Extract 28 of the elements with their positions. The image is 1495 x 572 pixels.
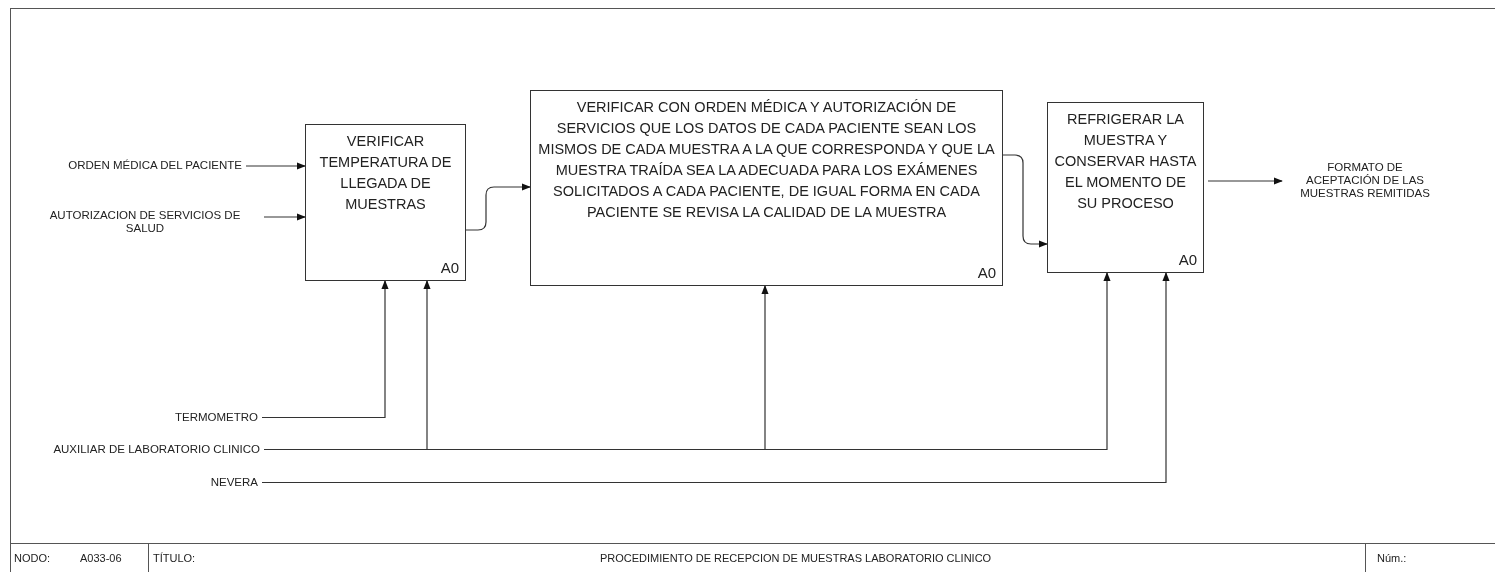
activity-text: VERIFICAR CON ORDEN MÉDICA Y AUTORIZACIÓN DE SERVICIOS QUE LOS DATOS DE CADA PACIENTE SEAN LOS MISMOS DE CADA MUESTRA A LA QUE CORRESPONDA Y QUE LA MUESTRA TRAÍDA SEA LA ADECUADA PARA LOS EXÁMENES SOLICITADOS A CADA PACIENTE, DE IGUAL FORMA EN CADA PACIENTE SE REVISA LA CALIDAD DE LA MUESTRA — [537, 98, 996, 222]
activity-box — [1047, 102, 1204, 273]
node-number: A033-06 — [80, 552, 122, 564]
flow-label: TERMOMETRO — [120, 411, 258, 424]
activity-code: A0 — [977, 263, 996, 283]
activity-code: A0 — [1178, 250, 1197, 270]
arrow — [261, 272, 1170, 484]
arrow — [245, 162, 306, 170]
activity-code: A0 — [440, 258, 459, 278]
activity-box — [530, 90, 1003, 286]
flow-label: NEVERA — [120, 476, 258, 489]
arrow — [261, 280, 389, 419]
node-field-label: NODO: — [14, 552, 51, 564]
arrow — [263, 213, 306, 221]
title-field-label: TÍTULO: — [153, 552, 196, 564]
arrow — [1207, 177, 1283, 185]
flow-label: ORDEN MÉDICA DEL PACIENTE — [40, 159, 242, 172]
arrow — [465, 183, 531, 231]
flow-label: AUXILIAR DE LABORATORIO CLINICO — [10, 443, 260, 456]
arrow — [1002, 154, 1048, 248]
number-field-label: Núm.: — [1377, 552, 1407, 564]
activity-box — [305, 124, 466, 281]
activity-text: VERIFICAR TEMPERATURA DE LLEGADA DE MUESTRAS — [318, 132, 453, 214]
title-value: PROCEDIMIENTO DE RECEPCION DE MUESTRAS LABORATORIO CLINICO — [600, 552, 992, 564]
arrow — [263, 272, 1111, 451]
flow-label: FORMATO DE ACEPTACIÓN DE LAS MUESTRAS REMITIDAS — [1290, 161, 1440, 200]
flow-label: AUTORIZACION DE SERVICIOS DE SALUD — [30, 209, 260, 235]
activity-text: REFRIGERAR LA MUESTRA Y CONSERVAR HASTA EL MOMENTO DE SU PROCESO — [1053, 110, 1198, 213]
